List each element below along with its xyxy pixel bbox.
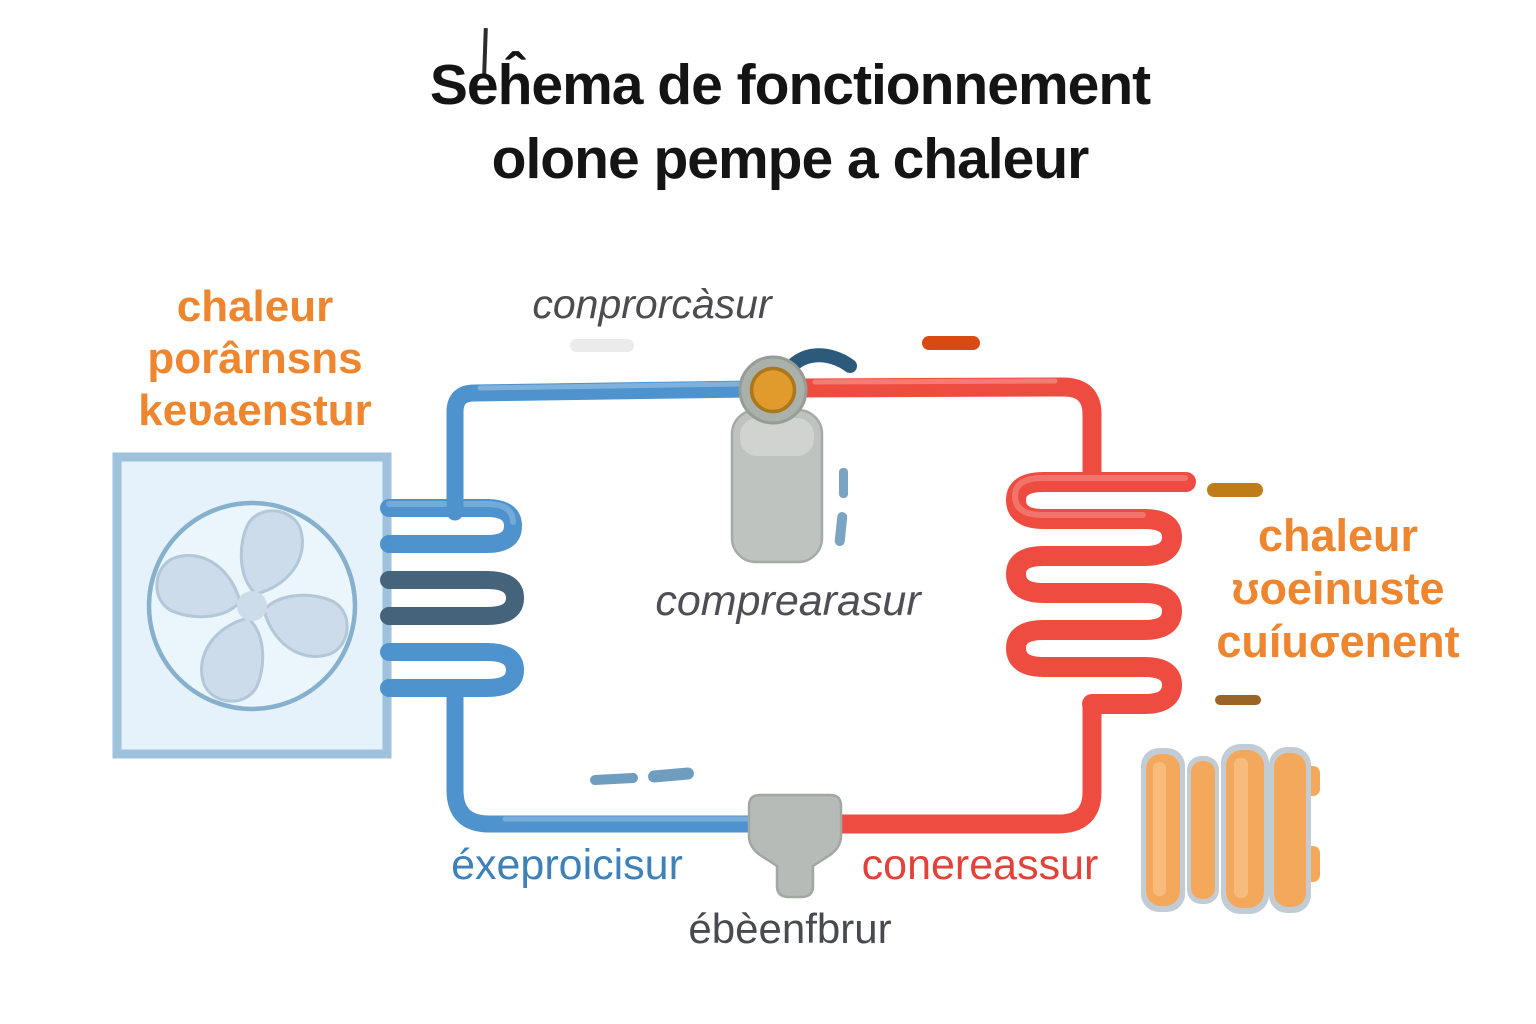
label-compressor: comprearasur [655, 577, 921, 625]
label-condenser: conereassur [861, 841, 1099, 889]
title-line2: olone pempe a chaleur [491, 127, 1090, 191]
artifact-dash-brown [1207, 483, 1263, 497]
artifact-dash-orange [922, 336, 980, 350]
fan-icon [155, 509, 349, 703]
evaporator-coil [380, 499, 524, 697]
fan-unit [112, 452, 392, 759]
title-line1: Seĥema de fonctionnement [429, 53, 1151, 117]
condenser-coil [1006, 472, 1196, 714]
hot-pipe [788, 377, 1102, 834]
compressor-highlight [740, 418, 814, 456]
label-heat-output: chaleur ʊoeinuste cuíuσenent [1216, 509, 1459, 668]
compressor-port-icon [749, 366, 797, 414]
heat-source-line3: keʋaenstur [138, 386, 372, 435]
artifact-tick-blue [839, 468, 848, 498]
label-heat-source: chaleur porârnsns keʋaenstur [138, 281, 372, 437]
heat-output-line2: ʊoeinuste [1231, 563, 1445, 614]
page-title: Seĥema de fonctionnement olone pempe a c… [429, 48, 1151, 196]
heat-source-line1: chaleur [176, 282, 334, 331]
heat-source-line2: porârnsns [147, 334, 363, 383]
heat-output-line1: chaleur [1257, 510, 1419, 561]
label-expansion-valve: ébèenfbrur [688, 905, 892, 952]
expansion-valve [747, 793, 843, 899]
artifact-smudge [570, 339, 634, 352]
label-compressor-top: conprorcàsur [532, 281, 772, 327]
compressor [730, 355, 824, 564]
label-evaporator: éxeproicisur [451, 841, 683, 889]
artifact-dash-brown [1215, 695, 1261, 705]
radiator [1141, 744, 1320, 914]
heat-output-line3: cuíuσenent [1216, 616, 1460, 667]
cold-pipe [446, 348, 857, 833]
